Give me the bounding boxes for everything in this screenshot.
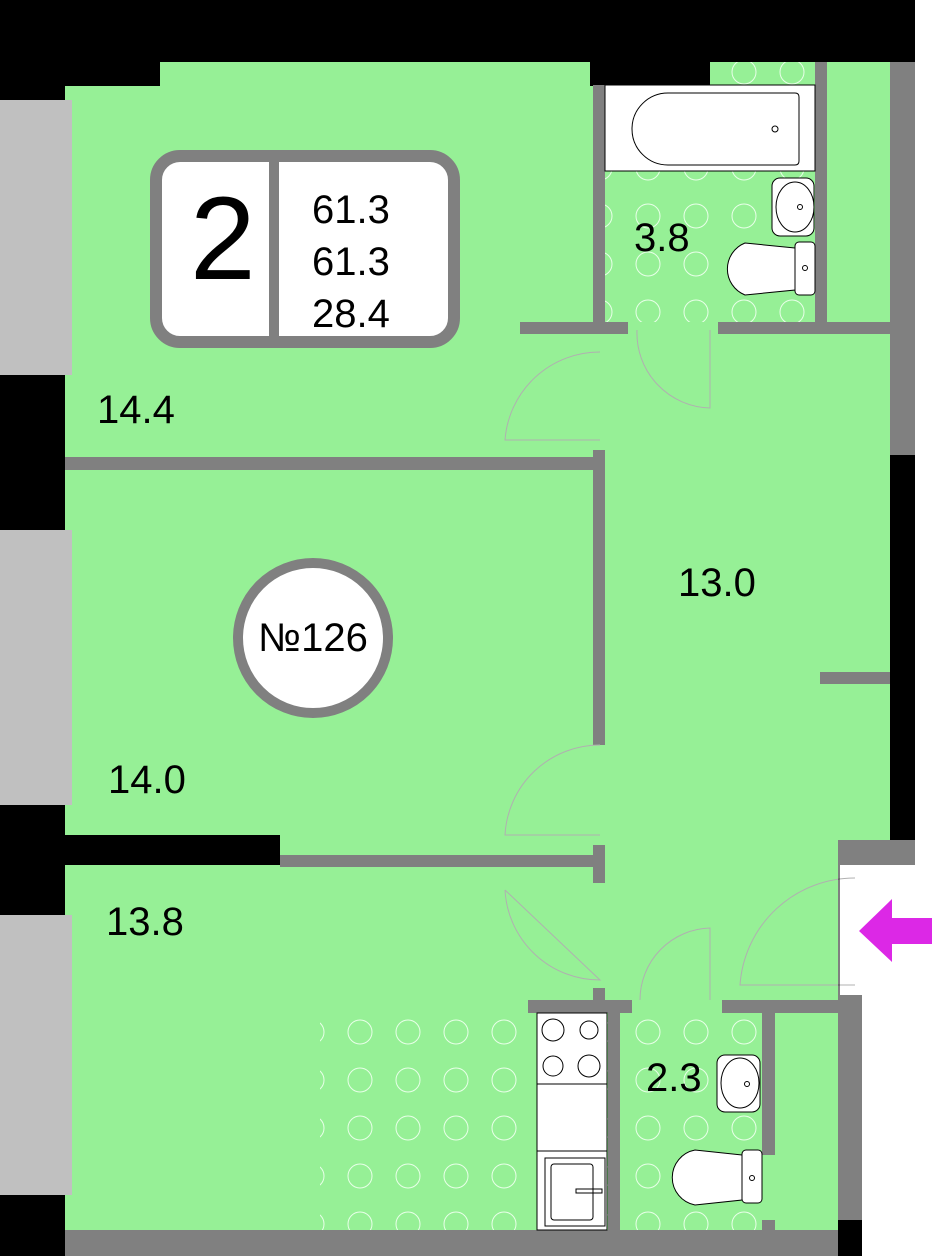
toilet-area: 2.3 bbox=[646, 1056, 702, 1100]
toilet-icon bbox=[671, 1149, 763, 1206]
sink-icon bbox=[716, 1054, 761, 1113]
door-swing bbox=[636, 329, 711, 409]
windows bbox=[0, 100, 72, 1195]
door-swing bbox=[504, 351, 601, 441]
doors bbox=[504, 329, 856, 1001]
living-area: 28.4 bbox=[312, 292, 390, 336]
total-area: 61.3 bbox=[312, 188, 390, 232]
room-area-middle: 14.0 bbox=[108, 758, 186, 802]
room-area-top: 14.4 bbox=[97, 388, 175, 432]
toilet-icon bbox=[726, 241, 816, 296]
bathtub-icon bbox=[604, 84, 816, 172]
stove-icon bbox=[536, 1012, 608, 1231]
door-swing bbox=[504, 744, 601, 836]
window bbox=[0, 530, 72, 805]
window bbox=[0, 915, 72, 1195]
apartment-number-badge: №126 bbox=[233, 558, 393, 718]
apartment-areas: 61.3 61.3 28.4 bbox=[312, 184, 390, 340]
door-swing bbox=[504, 889, 602, 981]
bathroom-area: 3.8 bbox=[634, 216, 690, 260]
apartment-number: №126 bbox=[258, 615, 368, 660]
entrance-arrow-icon bbox=[859, 899, 932, 962]
hall-area: 13.0 bbox=[678, 561, 756, 605]
door-swing bbox=[739, 877, 856, 986]
interior-walls bbox=[65, 62, 915, 1256]
window bbox=[0, 100, 72, 375]
door-swing bbox=[639, 927, 711, 1001]
sink-icon bbox=[771, 177, 815, 237]
divider bbox=[269, 162, 279, 336]
kitchen-sink-icon bbox=[544, 1157, 606, 1227]
rooms-count: 2 bbox=[190, 173, 256, 305]
room-area-kitchen: 13.8 bbox=[106, 900, 184, 944]
total-area-alt: 61.3 bbox=[312, 240, 390, 284]
apartment-info-box: 2 61.3 61.3 28.4 bbox=[150, 150, 460, 348]
